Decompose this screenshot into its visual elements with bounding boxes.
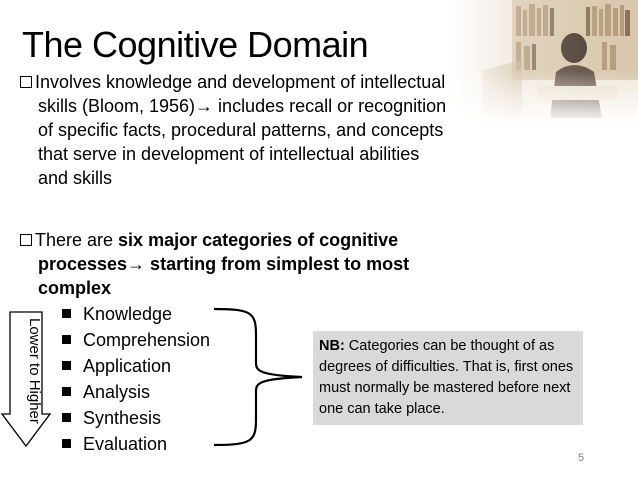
bullet-bold-text: complex (38, 278, 112, 298)
down-arrow-icon (0, 311, 52, 448)
curly-brace-icon (213, 307, 303, 447)
bullet-line: that serve in development of intellectua… (38, 144, 420, 164)
nb-label: NB: (319, 338, 345, 354)
bullet-line: Involves knowledge and development of in… (35, 72, 446, 92)
category-label: Synthesis (83, 408, 162, 428)
square-bullet-icon (62, 387, 71, 396)
list-item: Knowledge (62, 301, 210, 327)
bullet-bold-text: processes→ starting from simplest to mos… (38, 254, 410, 274)
square-bullet-icon (62, 335, 71, 344)
square-bullet-icon (62, 309, 71, 318)
arrow-label: Lower to Higher (26, 318, 43, 424)
square-bullet-icon (62, 361, 71, 370)
list-item: Application (62, 353, 210, 379)
slide-title: The Cognitive Domain (22, 24, 369, 65)
checkbox-bullet-icon (20, 234, 32, 246)
category-list: Knowledge Comprehension Application Anal… (62, 301, 210, 457)
square-bullet-icon (62, 413, 71, 422)
square-bullet-icon (62, 439, 71, 448)
category-label: Application (83, 356, 172, 376)
bullet-prefix: There are (35, 230, 119, 250)
bullet-intro: Involves knowledge and development of in… (20, 70, 490, 190)
list-item: Comprehension (62, 327, 210, 353)
page-number: 5 (578, 452, 585, 464)
list-item: Analysis (62, 379, 210, 405)
nb-text: Categories can be thought of as degrees … (319, 338, 574, 417)
checkbox-bullet-icon (20, 76, 32, 88)
category-label: Analysis (83, 382, 151, 402)
bullet-text: Involves knowledge and development of in… (20, 70, 490, 190)
bullet-bold-text: six major categories of cognitive (118, 230, 399, 250)
list-item: Evaluation (62, 431, 210, 457)
bullet-categories: There are six major categories of cognit… (20, 228, 490, 300)
bullet-line: skills (Bloom, 1956)→ includes recall or… (38, 96, 447, 116)
bullet-line: and skills (38, 168, 113, 188)
bullet-line: of specific facts, procedural patterns, … (38, 120, 444, 140)
category-label: Comprehension (83, 330, 211, 350)
list-item: Synthesis (62, 405, 210, 431)
category-label: Evaluation (83, 434, 168, 454)
bullet-text: There are six major categories of cognit… (20, 228, 490, 300)
category-label: Knowledge (83, 304, 173, 324)
library-photo (452, 0, 638, 118)
nb-note-box: NB: Categories can be thought of as degr… (313, 331, 583, 425)
